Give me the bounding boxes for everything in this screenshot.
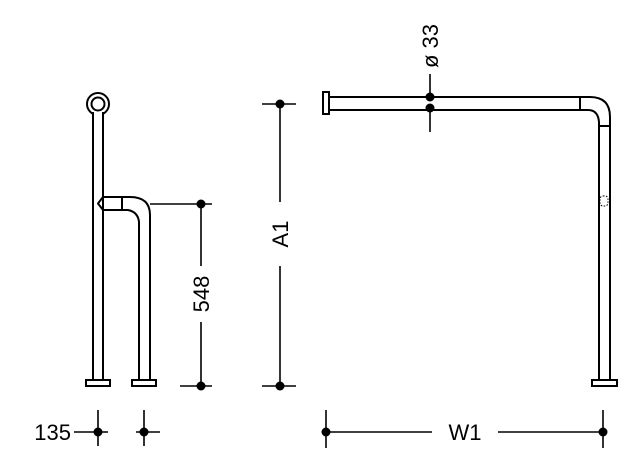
front-wall-flange — [322, 91, 330, 115]
side-left-foot — [85, 379, 111, 387]
side-arm-inner — [102, 209, 140, 382]
front-foot — [591, 379, 618, 387]
front-bar-outer — [328, 96, 611, 382]
dim-diameter-dot-top — [425, 92, 435, 102]
dim-548-dot-top — [196, 199, 206, 209]
side-arm-outer — [102, 196, 151, 382]
dim-a1-label: A1 — [268, 221, 293, 248]
dimension-135: 135 — [34, 410, 160, 446]
dim-w1-label: W1 — [449, 420, 482, 445]
dimension-548: 548 — [150, 199, 214, 391]
dim-a1-dot-top — [275, 99, 285, 109]
front-view — [322, 91, 618, 387]
dimension-diameter: ø 33 — [418, 24, 443, 132]
dim-135-dot-left — [93, 427, 103, 437]
dim-548-dot-bottom — [196, 381, 206, 391]
dimension-w1: W1 — [321, 410, 608, 448]
side-view — [85, 92, 157, 387]
side-top-flange-inner — [90, 96, 106, 112]
side-arm-cap — [97, 196, 104, 211]
dim-diameter-label: ø 33 — [418, 24, 443, 68]
dim-a1-dot-bottom — [275, 381, 285, 391]
dim-135-label: 135 — [34, 420, 71, 445]
dimension-a1: A1 — [262, 99, 296, 391]
side-right-foot — [131, 379, 157, 387]
dim-135-dot-right — [139, 427, 149, 437]
side-main-post — [92, 112, 104, 382]
dim-w1-dot-left — [321, 427, 331, 437]
dim-diameter-dot-bottom — [425, 103, 435, 113]
dim-w1-dot-right — [598, 427, 608, 437]
dim-548-label: 548 — [189, 276, 214, 313]
front-post-marker — [599, 195, 609, 207]
front-bar-inner — [328, 109, 600, 382]
